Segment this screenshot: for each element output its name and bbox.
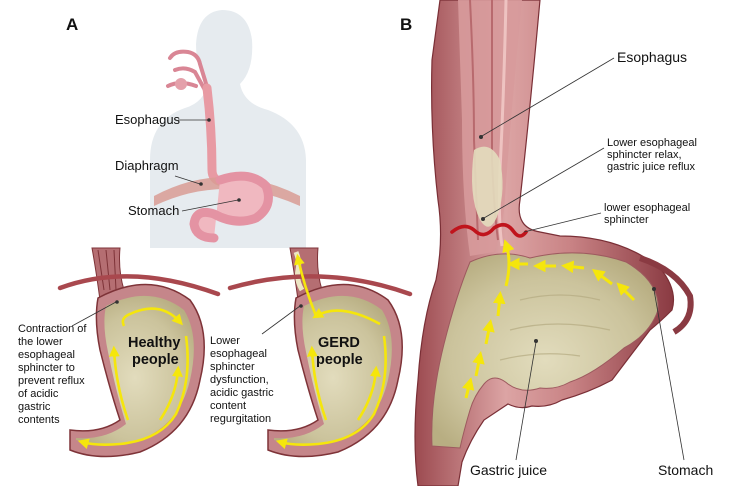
leader-healthy-sphincter: [71, 301, 117, 327]
label-sphincter-line2: sphincter: [604, 214, 649, 226]
dot-esophagus-a: [207, 118, 211, 122]
healthy-caption-line: Contraction of: [18, 323, 87, 335]
dot-gastric-juice: [534, 339, 538, 343]
leader-diaphragm-a: [174, 175, 201, 185]
panel-b-letter: B: [400, 15, 412, 34]
esophagus-stomach-cutaway: [414, 0, 694, 486]
label-stomach-b: Stomach: [658, 462, 713, 478]
healthy-caption-line: the lower: [18, 336, 63, 348]
healthy-caption-line: gastric: [18, 401, 51, 413]
label-gastric-juice: Gastric juice: [470, 462, 547, 478]
dot-stomach-a: [237, 198, 241, 202]
label-esophagus-b: Esophagus: [617, 49, 687, 65]
panel-a-letter: A: [66, 15, 78, 34]
label-relax-line1: Lower esophageal: [607, 137, 697, 149]
leader-stomach-a: [181, 199, 239, 212]
label-relax-line3: gastric juice reflux: [607, 161, 696, 173]
label-stomach-a: Stomach: [128, 203, 179, 218]
gerd-caption-line: acidic gastric: [210, 387, 274, 399]
gerd-caption-line: Lower: [210, 335, 240, 347]
healthy-caption: Contraction of the lower esophageal sphi…: [18, 323, 87, 426]
dot-healthy-sphincter: [115, 300, 119, 304]
leader-gerd-sphincter: [261, 305, 301, 335]
healthy-caption-line: of acidic: [18, 388, 59, 400]
healthy-caption-line: sphincter to: [18, 362, 75, 374]
leader-gastric-juice: [515, 341, 537, 461]
healthy-caption-line: esophageal: [18, 349, 75, 361]
label-esophagus-a: Esophagus: [115, 112, 181, 127]
stomach-shape-a: [189, 171, 273, 243]
gerd-caption-line: regurgitation: [210, 413, 271, 425]
label-sphincter-line1: lower esophageal: [604, 202, 690, 214]
dot-diaphragm-a: [199, 182, 203, 186]
gerd-caption: Lower esophageal sphincter dysfunction, …: [210, 335, 274, 425]
dot-gerd-sphincter: [299, 304, 303, 308]
gerd-caption-line: dysfunction,: [210, 374, 269, 386]
gerd-caption-line: content: [210, 400, 246, 412]
dot-relax: [481, 217, 485, 221]
gerd-title-line2: people: [316, 352, 363, 368]
healthy-title-line2: people: [132, 352, 179, 368]
dot-esophagus-b: [479, 135, 483, 139]
gerd-caption-line: sphincter: [210, 361, 255, 373]
healthy-caption-line: contents: [18, 414, 60, 426]
label-relax-line2: sphincter relax,: [607, 149, 682, 161]
leader-relax: [483, 147, 605, 219]
tongue-shape: [175, 78, 187, 90]
gerd-stomach-illustration: [227, 247, 413, 458]
gerd-caption-line: esophageal: [210, 348, 267, 360]
healthy-caption-line: prevent reflux: [18, 375, 85, 387]
gerd-title-line1: GERD: [318, 335, 360, 351]
label-diaphragm-a: Diaphragm: [115, 158, 179, 173]
leader-stomach-b: [653, 289, 685, 461]
healthy-stomach-illustration: [57, 247, 221, 458]
healthy-title-line1: Healthy: [128, 335, 180, 351]
dot-stomach-b: [652, 287, 656, 291]
leader-sphincter-b: [523, 212, 602, 233]
leader-esophagus-b: [481, 57, 615, 137]
